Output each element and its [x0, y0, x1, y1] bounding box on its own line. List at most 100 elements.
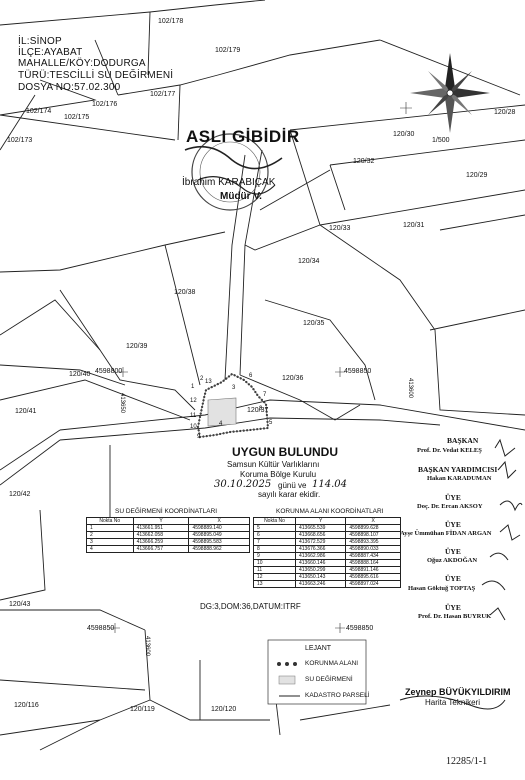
table-row: 1 413661.951 4598889.140: [86, 524, 250, 532]
board-name: Oğuz AKDOĞAN: [427, 557, 478, 564]
board-role: ÜYE: [445, 520, 461, 529]
parcel-label: 102/174: [26, 108, 52, 115]
table-cell: 4598895.583: [188, 538, 250, 546]
table-cell: 4598890.033: [345, 545, 401, 553]
parcel-label: 120/30: [393, 131, 415, 138]
parcel-label: 102/179: [215, 47, 241, 54]
compass-rose-icon: [410, 53, 490, 133]
table-cell: 4598897.024: [345, 580, 401, 588]
signature-stamp-role: Harita Teknikeri: [425, 698, 480, 707]
parcel-label: 120/41: [15, 408, 37, 415]
board-role: BAŞKAN: [447, 436, 479, 445]
grid-label: 413650: [119, 393, 125, 414]
table-cell: 4598888.962: [188, 545, 250, 553]
legend-item: KORUNMA ALANI: [305, 660, 359, 667]
board-role: ÜYE: [445, 493, 461, 502]
decision-line4: sayılı karar ekidir.: [258, 490, 321, 499]
table-cell: 413662.986: [294, 552, 347, 560]
water-mill: [207, 397, 237, 427]
table-cell: 413666.757: [132, 545, 190, 553]
parcel-label: 120/38: [174, 289, 196, 296]
board-name: Hakan KARADUMAN: [427, 475, 492, 482]
point-number: 10: [190, 424, 197, 430]
parcel-label: 120/42: [9, 491, 31, 498]
table-cell: 4598898.107: [345, 531, 401, 539]
grid-label: 4598800: [95, 368, 123, 375]
table-cell: 413676.366: [294, 545, 347, 553]
header-dosya: DOSYA NO:57.02.300: [18, 82, 121, 93]
point-number: 4: [219, 421, 223, 427]
board-role: ÜYE: [445, 547, 461, 556]
table-cell: 4598895.049: [188, 531, 250, 539]
point-number: 2: [200, 376, 204, 382]
table-header: Y: [132, 517, 190, 525]
board-role: ÜYE: [445, 574, 461, 583]
parcel-label: 120/28: [494, 109, 516, 116]
header-turu: TÜRÜ:TESCİLLİ SU DEĞİRMENİ: [18, 70, 174, 81]
table-cell: 413660.146: [294, 559, 347, 567]
table-cell: 413662.058: [132, 531, 190, 539]
table-cell: 8: [253, 545, 296, 553]
board-role: BAŞKAN YARDIMCISI: [418, 465, 498, 474]
stamp-role: Müdür V.: [220, 191, 262, 202]
parcel-label: 120/32: [353, 158, 375, 165]
parcel-label: 120/35: [303, 320, 325, 327]
header-ilce: İLÇE:AYABAT: [18, 47, 83, 58]
grid-label: 4598850: [346, 625, 374, 632]
board-role: ÜYE: [445, 603, 461, 612]
point-number: 8: [259, 406, 263, 412]
parcel-label: 120/119: [130, 706, 155, 713]
parcel-label: 120/43: [9, 601, 31, 608]
signature-stamp-name: Zeynep BÜYÜKYILDIRIM: [405, 687, 511, 697]
legend-title: LEJANT: [305, 645, 332, 652]
table-cell: 5: [253, 524, 296, 532]
table-header: Nokta No: [253, 517, 296, 525]
table-cell: 4598889.140: [188, 524, 250, 532]
table-cell: 4598895.616: [345, 573, 401, 581]
board-name: Prof. Dr. Vedat KELEŞ: [417, 447, 482, 454]
header-il: İL:SİNOP: [18, 36, 62, 47]
board-name: Ayşe Ümmühan FİDAN ARGAN: [400, 530, 492, 537]
table-cell: 1: [86, 524, 134, 532]
parcel-label: 120/34: [298, 258, 320, 265]
parcel-label: 102/177: [150, 91, 176, 98]
board-name: Hasan Göktuğ TOPTAŞ: [408, 585, 476, 592]
parcel-label: 120/33: [329, 225, 351, 232]
parcel-label: 102/173: [7, 137, 33, 144]
table-cell: 413663.246: [294, 580, 347, 588]
table-header: Y: [294, 517, 347, 525]
decision-line2: Koruma Bölge Kurulu: [240, 470, 317, 479]
datum-label: DG:3,DOM:36,DATUM:ITRF: [200, 602, 301, 611]
table-cell: 4598887.434: [345, 552, 401, 560]
table-cell: 413672.529: [294, 538, 347, 546]
table-cell: 413661.951: [132, 524, 190, 532]
table-cell: 413665.539: [294, 524, 347, 532]
parcel-label: 102/178: [158, 18, 184, 25]
table-cell: 3: [86, 538, 134, 546]
table-cell: 4598891.146: [345, 566, 401, 574]
parcel-label: 102/175: [64, 114, 90, 121]
legend-item: KADASTRO PARSELİ: [305, 692, 370, 699]
table-cell: 413650.299: [294, 566, 347, 574]
point-number: 5: [269, 420, 273, 426]
mill-coordinate-table: Nokta No Y X 1 413661.951 4598889.140 2 …: [86, 517, 250, 553]
header-mahalle: MAHALLE/KÖY:DODURGA: [18, 58, 146, 69]
table-cell: 413650.143: [294, 573, 347, 581]
table-cell: 7: [253, 538, 296, 546]
stamp-name: İbrahim KARABIÇAK: [182, 177, 276, 188]
point-number: 7: [263, 392, 267, 398]
parcel-label: 120/120: [211, 706, 237, 713]
parcel-label: 120/37: [247, 407, 269, 414]
table-cell: 6: [253, 531, 296, 539]
board-name: Doç. Dr. Ercan AKSOY: [417, 503, 483, 510]
table-cell: 2: [86, 531, 134, 539]
legend-item: SU DEĞİRMENİ: [305, 676, 353, 683]
